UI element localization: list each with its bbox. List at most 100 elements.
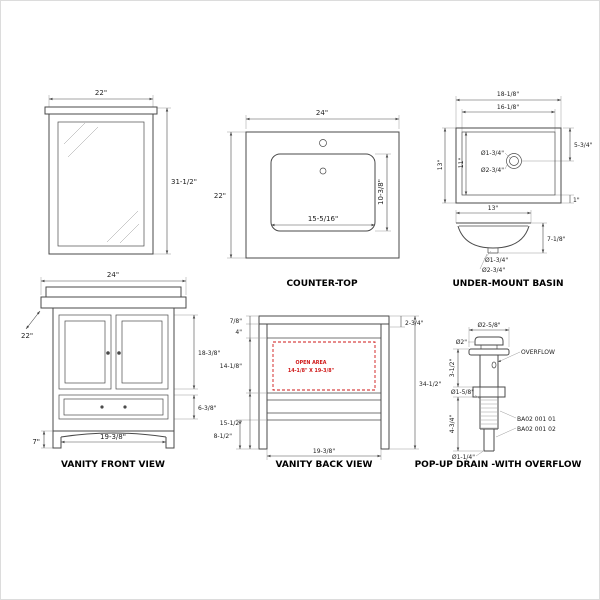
- basin-top-ext-lines: [442, 96, 574, 204]
- countertop-width-dim: 24": [316, 109, 328, 117]
- vanity-back-title: VANITY BACK VIEW: [276, 460, 373, 470]
- vanity-depth-dim: 22": [21, 332, 33, 340]
- drain-title: POP-UP DRAIN -WITH OVERFLOW: [415, 460, 582, 470]
- basin-view: 18-1/8" 16-1/8" 13" 11" 5-3/4" Ø1-3/4" Ø…: [437, 91, 593, 289]
- drain-cap: [474, 336, 504, 346]
- vanity-front-title: VANITY FRONT VIEW: [61, 460, 165, 470]
- drain-ext-lines: [453, 327, 510, 452]
- back-apron-dim: 4": [235, 329, 242, 336]
- basin-inner-width-dim: 16-1/8": [497, 104, 519, 111]
- vanity-back-view: OPEN AREA 14-1/8" X 19-3/8" 7/8" 4" 14-1…: [214, 315, 441, 470]
- back-lower-height-dim: 15-1/2": [220, 420, 242, 427]
- basin-title: UNDER-MOUNT BASIN: [452, 279, 563, 289]
- basin-offset-dim: 5-3/4": [574, 142, 593, 149]
- countertop-outline: [245, 131, 400, 259]
- back-top-thickness-dim: 7/8": [230, 318, 243, 325]
- basin-side-hole-small-label: Ø1-3/4": [485, 257, 508, 264]
- drawer-knob-left: [100, 405, 104, 409]
- overflow-label: OVERFLOW: [521, 349, 555, 356]
- basin-side-hole-large-label: Ø2-3/4": [482, 267, 505, 274]
- cutout-depth-dim: 10-3/8": [377, 179, 385, 205]
- drawer-panel: [63, 398, 164, 416]
- vanity-front-ext-lines: [40, 277, 198, 449]
- drain-nut: [472, 386, 506, 398]
- back-base-width-dim: 19-3/8": [313, 448, 335, 455]
- right-door-knob: [117, 351, 121, 355]
- basin-side-height-dim: 7-1/8": [547, 236, 566, 243]
- back-top-board: [258, 315, 390, 325]
- countertop-ext-lines: [227, 115, 400, 259]
- right-door: [115, 314, 169, 390]
- back-ext-lines: [236, 315, 419, 460]
- cutout-width-dim: 15-5/16": [308, 215, 338, 223]
- drain-tailpiece: [483, 429, 495, 452]
- drain-thread-dia: Ø1-5/8": [451, 389, 474, 396]
- open-area-label-2: 14-1/8" X 19-3/8": [288, 368, 335, 374]
- mirror-frame: [48, 113, 154, 255]
- basin-side-drain-leaders: [479, 250, 492, 270]
- sink-cutout: [270, 153, 376, 232]
- mirror-view: 22" 31-1/2": [44, 89, 197, 255]
- drain-threads: [481, 399, 497, 429]
- basin-rim-dim: 1": [573, 197, 580, 204]
- drain-upper-dim: 3-1/2": [449, 359, 456, 378]
- base-width-dim: 19-3/8": [100, 433, 126, 441]
- drain-flange-dia: Ø2-5/8": [477, 322, 500, 329]
- countertop-view: 24" 22" 10-3/8" 15-5/16" COUNTER-TOP: [214, 109, 400, 289]
- mirror-width-dim: 22": [95, 89, 107, 97]
- drain-part-leaders: [495, 410, 517, 438]
- basin-hole-small-label: Ø1-3/4": [481, 150, 504, 157]
- mirror-height-dim: 31-1/2": [171, 178, 197, 186]
- back-top-right-dim: 2-3/4": [405, 320, 424, 327]
- back-total-height-dim: 34-1/2": [419, 381, 441, 388]
- countertop-title: COUNTER-TOP: [286, 279, 358, 289]
- drain-nut-facets: [479, 387, 499, 397]
- back-shelf-height-dim: 8-1/2": [214, 433, 233, 440]
- drain-lower-dim: 4-3/4": [449, 415, 456, 434]
- basin-side-bowl: [457, 225, 530, 249]
- right-door-panel: [121, 320, 163, 384]
- overflow-leader: [497, 351, 521, 363]
- vanity-width-dim: 24": [107, 271, 119, 279]
- back-open-height-dim: 14-1/8": [220, 363, 242, 370]
- basin-side-width-dim: 13": [488, 205, 499, 212]
- basin-drain-hole-outer: [506, 153, 522, 169]
- backsplash: [45, 286, 182, 298]
- drain-cap-stem: [480, 345, 498, 349]
- drain-part-no-2: BA02 001 02: [517, 426, 556, 433]
- basin-inner-rect: [461, 131, 556, 196]
- drain-hole: [319, 167, 327, 175]
- drain-tail-dia-leader: [475, 449, 486, 457]
- basin-outer-rect: [455, 127, 562, 204]
- mirror-shine-lines: [63, 122, 140, 244]
- drain-thread-tube: [479, 397, 499, 430]
- back-rails-and-shelf: [267, 337, 381, 421]
- vanity-depth-dimline: [25, 310, 41, 330]
- back-right-stile: [380, 323, 390, 450]
- drain-thread-dia-leader: [474, 394, 482, 401]
- mirror-glass: [57, 121, 145, 247]
- mirror-ext-lines: [48, 95, 171, 255]
- countertop-depth-dim: 22": [214, 192, 226, 200]
- left-door: [58, 314, 112, 390]
- drain-cap-dia: Ø2": [456, 339, 468, 346]
- drawer: [58, 394, 169, 420]
- basin-hole-large-label: Ø2-3/4": [481, 167, 504, 174]
- mirror-crown: [44, 106, 158, 115]
- leg-height-dim: 7": [32, 438, 40, 446]
- drain-part-no-1: BA02 001 01: [517, 416, 556, 423]
- left-door-knob: [106, 351, 110, 355]
- basin-inner-depth-dim: 11": [458, 158, 465, 169]
- faucet-hole: [319, 139, 327, 147]
- vanity-front-view: 24" 22" 19-3/8" 7" 18-3/8" 6-3/8" VANITY…: [21, 271, 220, 470]
- basin-drain-hole-inner: [509, 156, 519, 166]
- left-door-panel: [64, 320, 106, 384]
- basin-side-ext-lines: [455, 210, 547, 254]
- basin-hole-leaders: [504, 152, 511, 170]
- drain-flange: [468, 348, 510, 356]
- drain-body: [479, 355, 499, 387]
- drawer-height-dim: 6-3/8": [198, 405, 217, 412]
- basin-outer-width-dim: 18-1/8": [497, 91, 519, 98]
